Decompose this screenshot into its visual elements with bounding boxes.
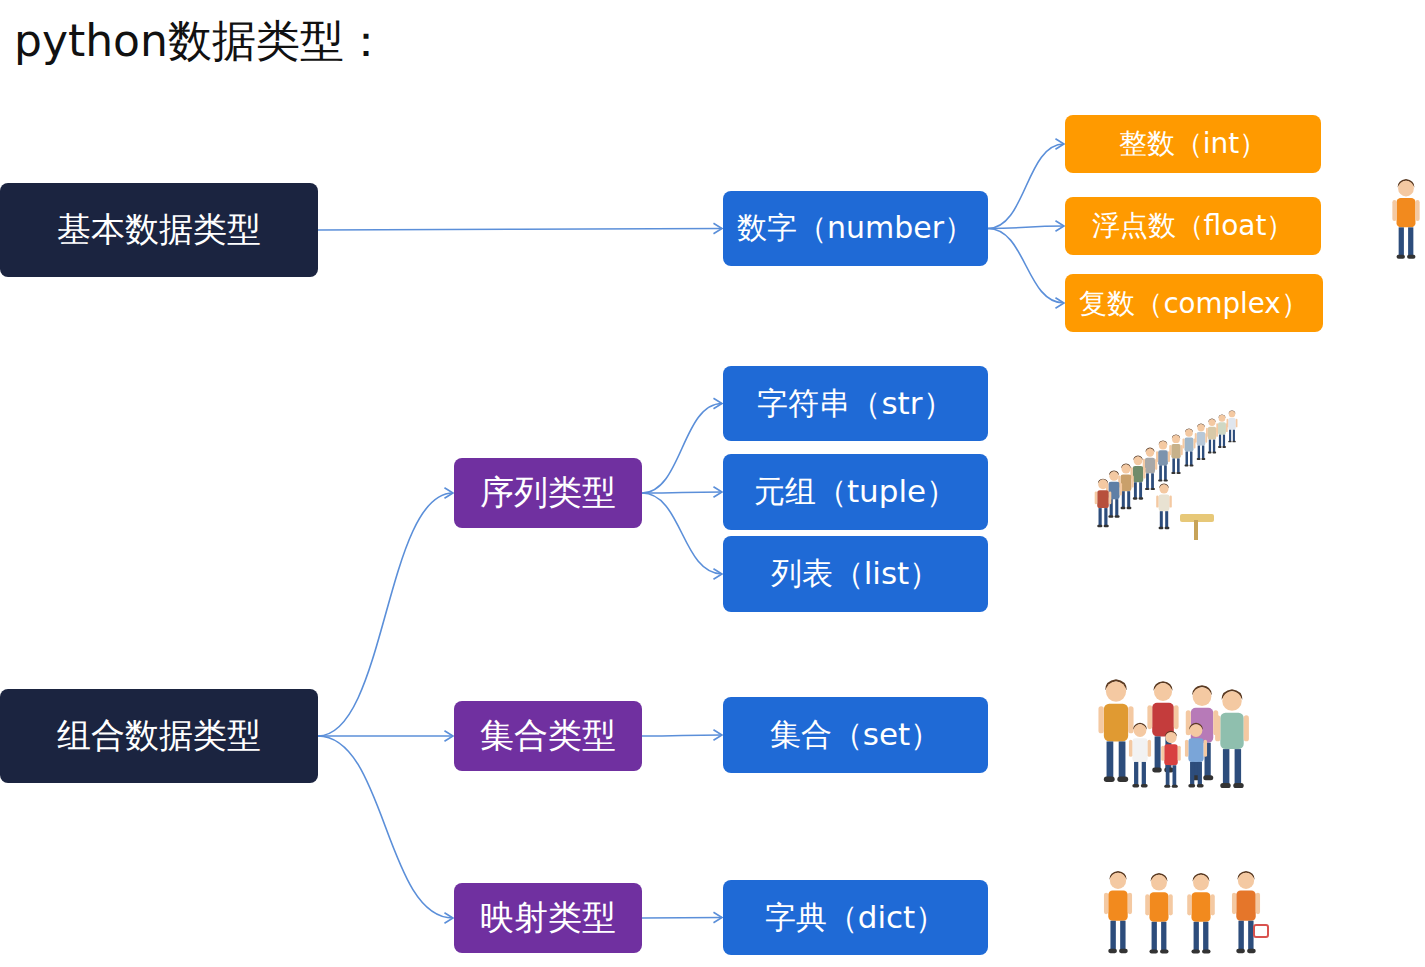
connector	[642, 912, 722, 922]
subtype-box: 整数（int）	[1065, 115, 1321, 173]
type-box: 列表（list）	[723, 536, 988, 612]
family-group-part	[1185, 723, 1207, 788]
node-label: 整数（int）	[1119, 125, 1268, 163]
connector-line	[318, 735, 453, 737]
connector	[318, 736, 453, 923]
queue-of-people-part	[1169, 435, 1183, 475]
diagram-title: python数据类型：	[14, 12, 388, 71]
family-group-part	[1098, 679, 1133, 782]
family-group-part	[1215, 689, 1249, 788]
team-of-workers-part	[1187, 873, 1215, 954]
team-of-workers-part	[1104, 871, 1132, 953]
single-worker	[1392, 179, 1419, 259]
connector	[642, 398, 722, 493]
type-box: 元组（tuple）	[723, 454, 988, 530]
queue-of-people-part	[1216, 414, 1227, 447]
connector	[988, 139, 1064, 229]
queue-of-people-part	[1156, 441, 1170, 482]
group-box: 映射类型	[454, 883, 642, 953]
connector-line	[642, 735, 722, 736]
arrow-head	[713, 730, 722, 740]
type-box: 数字（number）	[723, 191, 988, 266]
arrow-head	[713, 487, 722, 497]
team-of-workers-part	[1145, 873, 1173, 954]
connector-line	[988, 229, 1064, 304]
queue-of-people-part	[1156, 484, 1172, 530]
connector-line	[318, 493, 453, 736]
connector	[642, 730, 722, 740]
node-label: 复数（complex）	[1079, 285, 1308, 322]
queue-of-people-part	[1227, 410, 1238, 442]
connector-line	[642, 404, 722, 494]
team-of-workers	[1104, 871, 1268, 954]
arrow-head	[444, 731, 453, 741]
node-label: 基本数据类型	[57, 207, 261, 253]
connector-line	[642, 493, 722, 574]
subtype-box: 复数（complex）	[1065, 274, 1323, 332]
connector	[642, 493, 722, 579]
node-label: 元组（tuple）	[754, 471, 957, 513]
connector-line	[642, 492, 722, 493]
arrow-head	[713, 912, 722, 922]
queue-of-people-part	[1183, 429, 1196, 467]
connector-line	[988, 226, 1064, 229]
subtype-box: 浮点数（float）	[1065, 197, 1321, 255]
type-box: 字典（dict）	[723, 880, 988, 955]
connector-line	[318, 736, 453, 918]
queue-of-people-part	[1095, 479, 1112, 528]
single-worker-part	[1392, 179, 1419, 259]
family-group-part	[1129, 723, 1151, 788]
arrow-head	[1055, 139, 1064, 149]
connector	[318, 223, 722, 233]
arrow-head	[1055, 298, 1064, 308]
arrow-head	[713, 569, 722, 579]
node-label: 集合（set）	[770, 714, 941, 756]
connector	[988, 229, 1064, 309]
queue-of-people-part	[1206, 418, 1218, 453]
node-label: 序列类型	[480, 470, 616, 516]
arrow-head	[444, 913, 453, 923]
team-of-workers-part	[1254, 925, 1268, 937]
queue-of-people-part	[1194, 520, 1198, 540]
connector-line	[642, 917, 722, 919]
node-label: 列表（list）	[771, 553, 941, 595]
node-label: 集合类型	[480, 713, 616, 759]
connector-line	[318, 229, 722, 231]
queue-of-people-part	[1195, 423, 1207, 459]
family-group	[1098, 679, 1248, 788]
group-box: 序列类型	[454, 458, 642, 528]
team-of-workers-part	[1232, 871, 1260, 953]
connector	[988, 221, 1064, 231]
group-box: 集合类型	[454, 701, 642, 771]
node-label: 字符串（str）	[757, 383, 953, 425]
category-box: 基本数据类型	[0, 183, 318, 277]
arrow-head	[1055, 221, 1064, 231]
node-label: 浮点数（float）	[1092, 207, 1295, 245]
queue-of-people	[1095, 410, 1238, 540]
node-label: 映射类型	[480, 895, 616, 941]
type-box: 集合（set）	[723, 697, 988, 773]
connector	[318, 731, 453, 741]
arrow-head	[713, 223, 722, 233]
node-label: 组合数据类型	[57, 713, 261, 759]
node-label: 字典（dict）	[765, 897, 947, 939]
arrow-head	[444, 488, 453, 498]
category-box: 组合数据类型	[0, 689, 318, 783]
type-box: 字符串（str）	[723, 366, 988, 441]
node-label: 数字（number）	[737, 208, 974, 249]
connector-line	[988, 144, 1064, 229]
connector	[318, 488, 453, 736]
family-group-part	[1161, 731, 1181, 788]
arrow-head	[713, 398, 722, 408]
